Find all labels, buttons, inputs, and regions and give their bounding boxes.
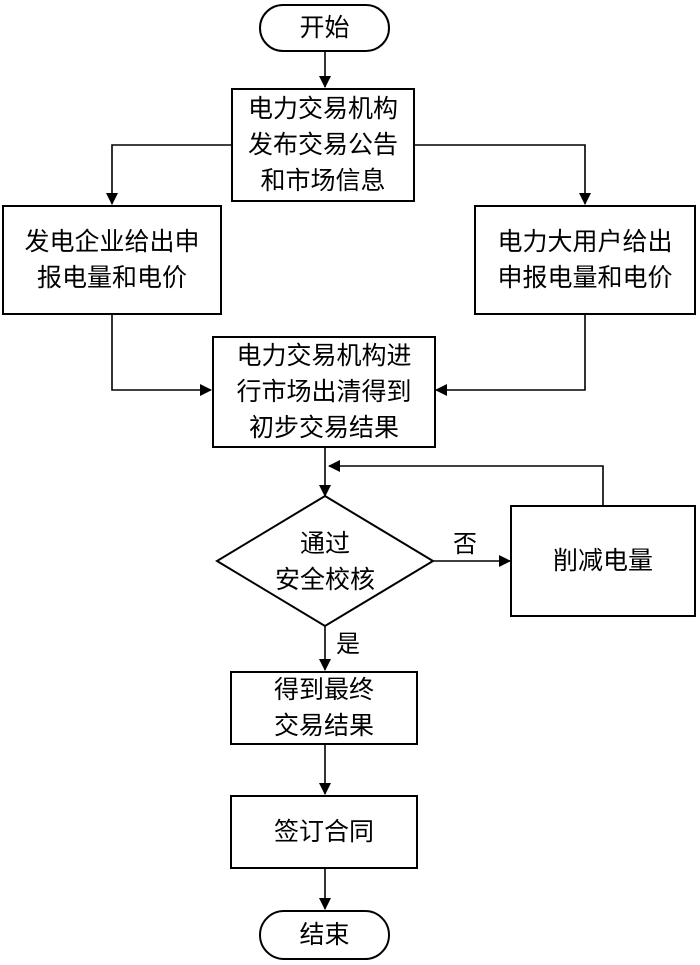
decision-diamond — [215, 494, 435, 628]
consumer-bid-process: 电力大用户给出 申报电量和电价 — [474, 205, 696, 315]
announce-process: 电力交易机构 发布交易公告 和市场信息 — [231, 88, 415, 202]
no-label: 否 — [453, 530, 477, 558]
generator-bid-process: 发电企业给出申 报电量和电价 — [2, 205, 222, 315]
clearing-process: 电力交易机构进 行市场出清得到 初步交易结果 — [212, 336, 436, 448]
yes-label: 是 — [336, 630, 360, 658]
edge-generator-clearing — [111, 315, 212, 396]
edge-announce-generator — [106, 144, 231, 205]
sign-contract-process: 签订合同 — [230, 795, 418, 869]
edge-announce-consumer — [415, 144, 591, 205]
reduce-process: 削减电量 — [510, 505, 696, 617]
edge-consumer-clearing — [435, 315, 586, 396]
end-terminal: 结束 — [259, 910, 390, 960]
security-check-label: 通过 安全校核 — [274, 529, 375, 594]
final-result-process: 得到最终 交易结果 — [230, 671, 418, 745]
start-terminal: 开始 — [259, 4, 390, 52]
edge-reduce-loop — [328, 460, 604, 505]
